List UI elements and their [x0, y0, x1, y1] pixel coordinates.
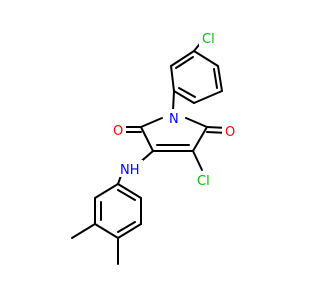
atom-nh: NH	[120, 163, 140, 178]
molecule-diagram: Cl N O O NH Cl	[71, 32, 236, 265]
maleimide-ring	[140, 117, 208, 152]
dimethylphenyl-ring	[94, 183, 142, 239]
bond-n-aryl	[172, 90, 175, 112]
atom-cl-ring: Cl	[197, 174, 210, 189]
bond-c-cl-ring	[192, 150, 203, 171]
atom-o-left: O	[113, 124, 123, 139]
methyl-bond-1	[71, 223, 96, 239]
atom-cl-top: Cl	[202, 32, 215, 47]
atom-n-ring: N	[169, 112, 179, 127]
chlorophenyl-ring	[170, 50, 223, 104]
structure-svg: Cl N O O NH Cl	[71, 32, 236, 265]
atom-o-right: O	[225, 125, 235, 140]
